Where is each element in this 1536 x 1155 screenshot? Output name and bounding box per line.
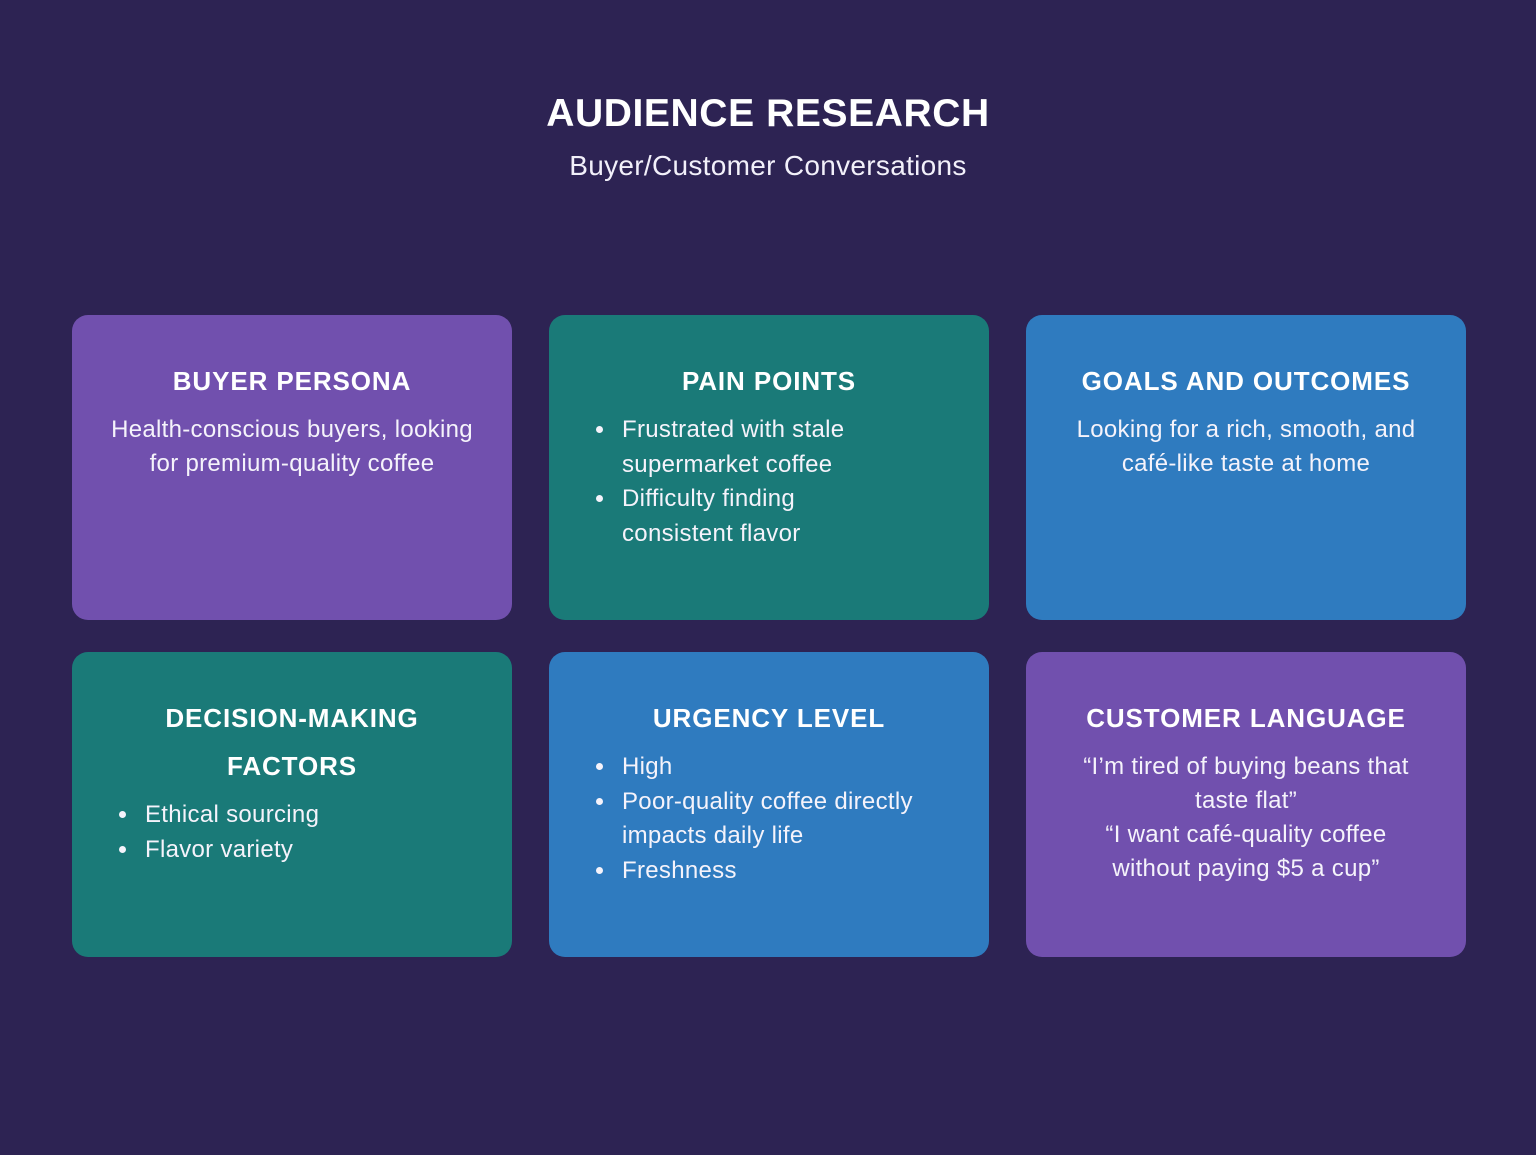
quote-list: “I’m tired of buying beans that taste fl… (1064, 750, 1428, 886)
card-decision-factors: DECISION-MAKING FACTORS Ethical sourcing… (72, 652, 512, 957)
card-title-pain-points: PAIN POINTS (681, 366, 857, 396)
slide-header: AUDIENCE RESEARCH Buyer/Customer Convers… (0, 92, 1536, 182)
bullet-item: Ethical sourcing (140, 798, 450, 833)
bullet-item: High (617, 750, 947, 785)
card-title-buyer-persona: BUYER PERSONA (172, 366, 412, 396)
bullet-item: Flavor variety (140, 833, 450, 868)
card-body-goals-outcomes: Looking for a rich, smooth, and café-lik… (1076, 416, 1416, 477)
page-subtitle: Buyer/Customer Conversations (569, 150, 967, 181)
bullet-list-decision-factors: Ethical sourcing Flavor variety (110, 798, 450, 867)
bullet-item: Freshness (617, 854, 947, 889)
card-pain-points: PAIN POINTS Frustrated with stale superm… (549, 315, 989, 620)
card-title-goals-outcomes: GOALS AND OUTCOMES (1081, 366, 1411, 396)
customer-quote: “I’m tired of buying beans that taste fl… (1083, 753, 1409, 814)
bullet-list-pain-points: Frustrated with stale supermarket coffee… (587, 413, 889, 551)
card-customer-language: CUSTOMER LANGUAGE “I’m tired of buying b… (1026, 652, 1466, 957)
bullet-item: Poor-quality coffee directly impacts dai… (617, 785, 947, 854)
bullet-list-urgency-level: High Poor-quality coffee directly impact… (587, 750, 947, 888)
card-title-urgency-level: URGENCY LEVEL (652, 703, 886, 733)
card-title-decision-factors: DECISION-MAKING FACTORS (165, 703, 419, 781)
card-buyer-persona: BUYER PERSONA Health-conscious buyers, l… (72, 315, 512, 620)
customer-quote: “I want café-quality coffee without payi… (1105, 821, 1387, 882)
card-body-buyer-persona: Health-conscious buyers, looking for pre… (111, 416, 473, 477)
card-grid: BUYER PERSONA Health-conscious buyers, l… (72, 315, 1466, 957)
card-urgency-level: URGENCY LEVEL High Poor-quality coffee d… (549, 652, 989, 957)
bullet-item: Frustrated with stale supermarket coffee (617, 413, 889, 482)
page-title: AUDIENCE RESEARCH (546, 92, 990, 135)
card-title-customer-language: CUSTOMER LANGUAGE (1086, 703, 1406, 733)
bullet-item: Difficulty finding consistent flavor (617, 482, 889, 551)
card-goals-outcomes: GOALS AND OUTCOMES Looking for a rich, s… (1026, 315, 1466, 620)
